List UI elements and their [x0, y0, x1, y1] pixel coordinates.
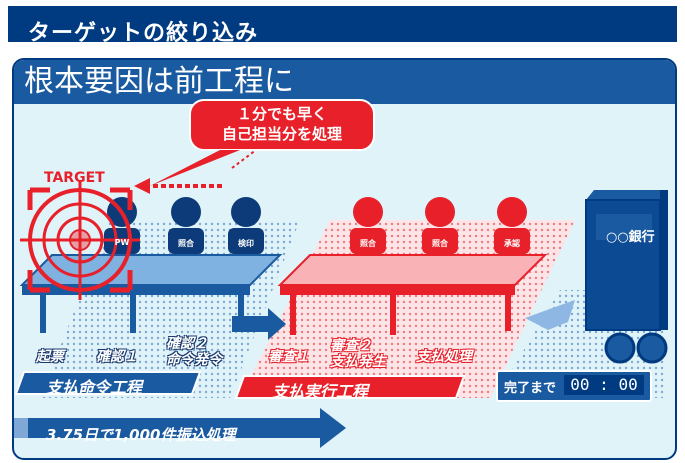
red-step-label: 審査１ — [268, 349, 310, 365]
callout-line-1: １分でも早く — [236, 105, 327, 123]
blue-person-label: PW — [114, 238, 130, 247]
red-process-bar — [234, 375, 466, 399]
target-reticle-icon — [20, 180, 140, 300]
blue-step-label: 確認１ — [96, 349, 138, 365]
blue-person — [168, 197, 204, 254]
red-step-label: 支払処理 — [416, 349, 472, 365]
blue-person — [228, 197, 264, 254]
red-conveyor — [277, 254, 548, 335]
callout-bubble — [150, 99, 375, 186]
blue-person-label: 検印 — [238, 239, 254, 248]
pressure-arrow-dotted — [231, 149, 257, 169]
blue-step-label: 確認２ 命令発令 — [166, 336, 222, 368]
panel-titlebar: 根本要因は前工程に — [14, 60, 675, 104]
red-person-label: 照合 — [432, 239, 448, 248]
header-title: ターゲットの絞り込み — [28, 21, 259, 46]
red-person — [422, 197, 458, 254]
blue-process-name: 支払命令工程 — [46, 378, 143, 397]
red-person — [494, 197, 530, 254]
red-person-label: 照合 — [360, 239, 376, 248]
red-process-name: 支払実行工程 — [272, 382, 369, 401]
blue-person-label: 照合 — [178, 239, 194, 248]
red-step-label: 審査２ 支払発生 — [330, 338, 386, 370]
summary-text: 3.75日で1,000件振込処理 — [46, 426, 236, 444]
red-person — [350, 197, 386, 254]
timer-label: 完了まで — [504, 381, 557, 396]
blue-process-bar — [14, 371, 202, 395]
completion-timer: 完了まで 00 : 00 — [496, 370, 652, 402]
summary-arrow — [14, 408, 346, 448]
header-bar: ターゲットの絞り込み — [8, 6, 677, 46]
bank-arrow — [525, 300, 575, 330]
target-label: TARGET — [44, 170, 105, 186]
callout-line-2: 自己担当分を処理 — [221, 125, 342, 143]
panel-title: 根本要因は前工程に — [24, 64, 294, 99]
callout-text: １分でも早く 自己担当分を処理 — [196, 104, 368, 144]
timer-value: 00 : 00 — [564, 375, 644, 395]
transfer-arrow — [232, 308, 286, 340]
blue-step-label: 起票 — [36, 349, 64, 365]
bank-label: ○○銀行 — [606, 230, 655, 245]
bank-building-icon — [585, 190, 668, 364]
red-person-label: 承認 — [504, 239, 520, 248]
